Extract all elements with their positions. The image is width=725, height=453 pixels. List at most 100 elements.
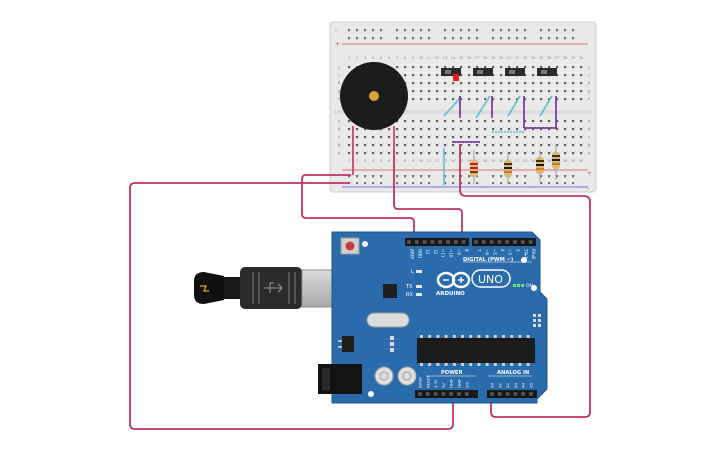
digital-pin-gnd[interactable] [415,240,419,244]
breadboard-hole[interactable] [564,120,567,123]
rail-hole[interactable] [516,29,519,32]
breadboard-hole[interactable] [532,120,535,123]
breadboard-hole[interactable] [460,136,463,139]
breadboard-hole[interactable] [460,66,463,69]
rail-hole[interactable] [372,37,375,40]
breadboard-hole[interactable] [372,136,375,139]
breadboard-hole[interactable] [492,120,495,123]
breadboard-hole[interactable] [420,120,423,123]
breadboard-hole[interactable] [572,66,575,69]
breadboard-hole[interactable] [508,128,511,131]
rail-hole[interactable] [556,175,559,178]
breadboard-hole[interactable] [524,98,527,101]
breadboard-hole[interactable] [476,152,479,155]
breadboard-hole[interactable] [444,128,447,131]
breadboard-hole[interactable] [484,120,487,123]
breadboard-hole[interactable] [516,90,519,93]
breadboard-hole[interactable] [532,136,535,139]
breadboard-hole[interactable] [436,74,439,77]
breadboard-hole[interactable] [420,136,423,139]
piezo-buzzer-icon[interactable] [340,62,408,175]
breadboard-hole[interactable] [508,136,511,139]
breadboard-hole[interactable] [452,152,455,155]
breadboard-hole[interactable] [564,98,567,101]
breadboard-hole[interactable] [420,66,423,69]
rail-hole[interactable] [468,175,471,178]
breadboard-hole[interactable] [380,136,383,139]
analog-pin-a0[interactable] [490,392,494,396]
digital-pin-3[interactable] [505,240,509,244]
breadboard-hole[interactable] [508,152,511,155]
breadboard-hole[interactable] [580,82,583,85]
digital-pin-2[interactable] [513,240,517,244]
rail-hole[interactable] [364,182,367,185]
breadboard-hole[interactable] [364,152,367,155]
breadboard-hole[interactable] [412,98,415,101]
breadboard-hole[interactable] [396,120,399,123]
breadboard-hole[interactable] [468,120,471,123]
rail-hole[interactable] [500,182,503,185]
breadboard-hole[interactable] [500,98,503,101]
power-pin-5v[interactable] [441,392,446,396]
breadboard-hole[interactable] [348,136,351,139]
rail-hole[interactable] [476,37,479,40]
breadboard-hole[interactable] [460,144,463,147]
breadboard-hole[interactable] [580,120,583,123]
rail-hole[interactable] [548,29,551,32]
breadboard-hole[interactable] [548,136,551,139]
breadboard-hole[interactable] [500,74,503,77]
rail-hole[interactable] [516,182,519,185]
rail-hole[interactable] [460,175,463,178]
breadboard-hole[interactable] [564,152,567,155]
rail-hole[interactable] [548,37,551,40]
digital-pin-6[interactable] [482,240,486,244]
rail-hole[interactable] [572,37,575,40]
rail-hole[interactable] [348,29,351,32]
wire-buzzer-to-pin8[interactable] [393,150,463,240]
resistor-2[interactable] [504,152,512,184]
breadboard-hole[interactable] [452,90,455,93]
breadboard-hole[interactable] [436,90,439,93]
breadboard-hole[interactable] [556,144,559,147]
breadboard-hole[interactable] [580,66,583,69]
breadboard-hole[interactable] [484,144,487,147]
breadboard-hole[interactable] [580,90,583,93]
rail-hole[interactable] [364,175,367,178]
digital-header-pins[interactable] [407,240,533,244]
breadboard-hole[interactable] [396,152,399,155]
breadboard-hole[interactable] [460,120,463,123]
breadboard-hole[interactable] [468,66,471,69]
rail-hole[interactable] [420,182,423,185]
rail-hole[interactable] [356,175,359,178]
breadboard-hole[interactable] [580,98,583,101]
breadboard-hole[interactable] [452,82,455,85]
reset-button-icon[interactable] [340,237,360,255]
breadboard-hole[interactable] [428,120,431,123]
digital-pin-10[interactable] [446,240,450,244]
breadboard-hole[interactable] [420,144,423,147]
breadboard-hole[interactable] [580,136,583,139]
digital-pin-9[interactable] [454,240,458,244]
rail-hole[interactable] [508,29,511,32]
breadboard-hole[interactable] [428,90,431,93]
breadboard-hole[interactable] [468,82,471,85]
breadboard-hole[interactable] [572,144,575,147]
breadboard-hole[interactable] [524,144,527,147]
breadboard-hole[interactable] [532,152,535,155]
breadboard-hole[interactable] [468,128,471,131]
breadboard-hole[interactable] [428,152,431,155]
analog-pin-a1[interactable] [498,392,502,396]
breadboard-hole[interactable] [380,144,383,147]
breadboard-hole[interactable] [508,90,511,93]
rail-hole[interactable] [372,175,375,178]
breadboard-hole[interactable] [460,82,463,85]
breadboard-hole[interactable] [524,136,527,139]
breadboard-hole[interactable] [348,128,351,131]
rail-hole[interactable] [452,182,455,185]
breadboard-hole[interactable] [420,74,423,77]
rail-hole[interactable] [412,175,415,178]
slide-switch-4[interactable] [537,68,557,76]
rail-hole[interactable] [460,29,463,32]
breadboard-hole[interactable] [556,82,559,85]
digital-pin-aref[interactable] [407,240,411,244]
